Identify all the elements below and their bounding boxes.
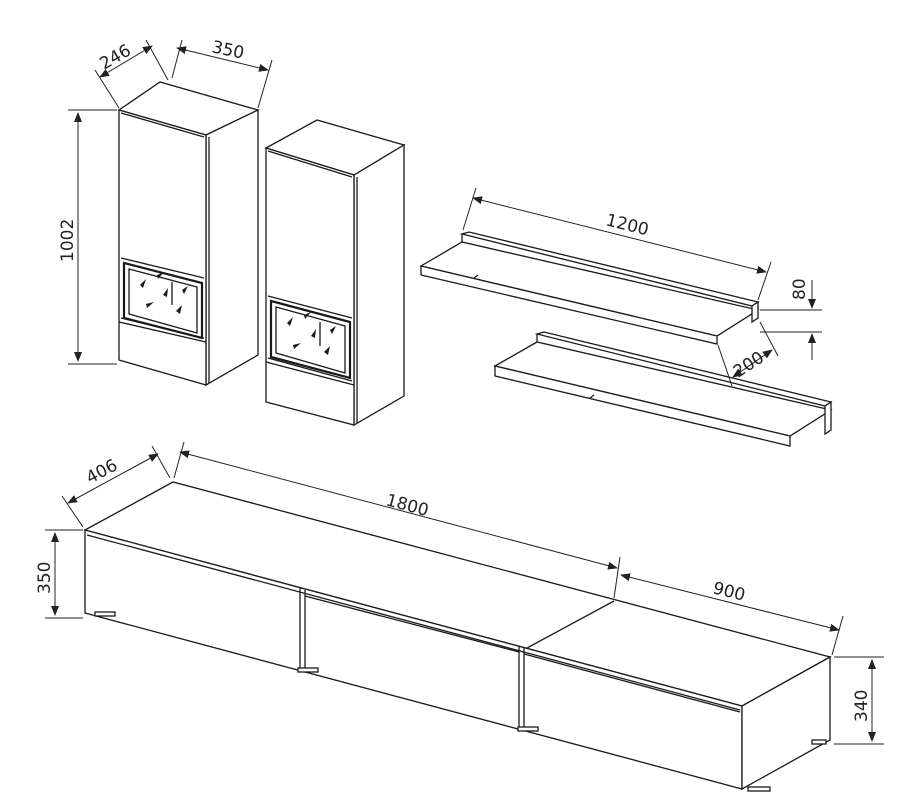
label-tv-length: 1800: [384, 491, 431, 522]
wall-shelf-lower: [493, 331, 833, 447]
glass-pattern: [140, 272, 188, 314]
cabinet-dimensions: 246 350 1002: [58, 37, 273, 365]
label-tv-section-length: 900: [711, 578, 747, 605]
label-tv-depth: 406: [83, 456, 121, 489]
glass-pattern: [287, 312, 336, 355]
label-tv-section-height: 340: [852, 690, 872, 722]
wall-cabinet-left: [117, 81, 260, 387]
label-shelf-height: 80: [790, 278, 810, 300]
label-cabinet-width: 350: [210, 37, 246, 63]
wall-cabinet-right: [264, 119, 406, 427]
wall-shelf-upper: [419, 231, 760, 345]
label-cabinet-height: 1002: [58, 219, 78, 262]
label-cabinet-depth: 246: [97, 41, 135, 75]
tv-stand: [83, 481, 832, 792]
label-tv-height: 350: [35, 562, 55, 594]
label-shelf-depth: 200: [730, 348, 768, 382]
label-shelf-length: 1200: [604, 210, 651, 240]
